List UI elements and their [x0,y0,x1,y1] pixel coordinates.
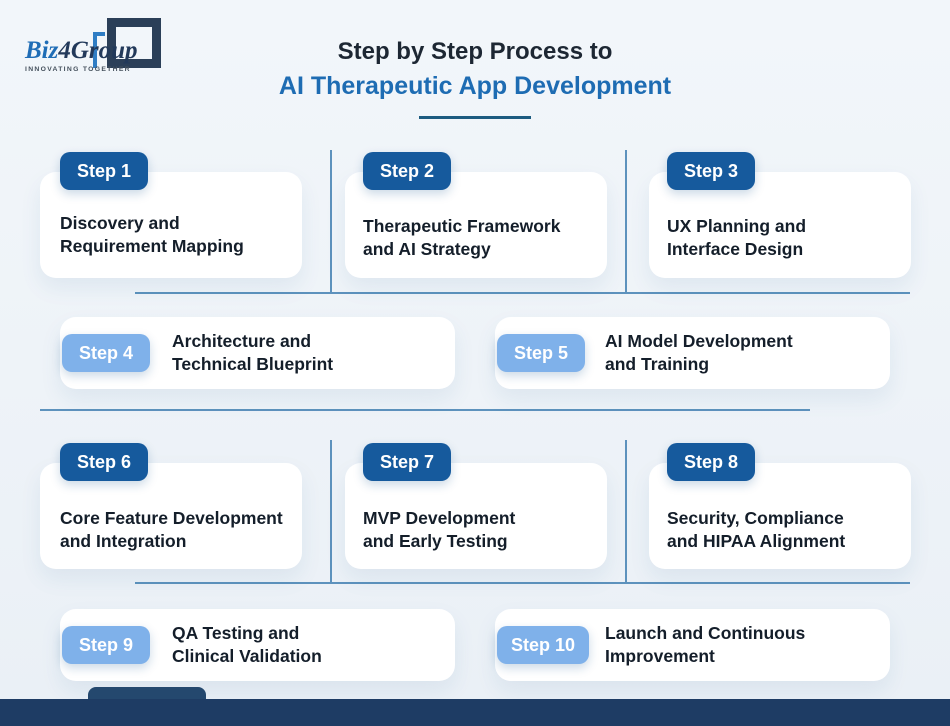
step-9-badge: Step 9 [62,626,150,664]
step-5-text: AI Model Development and Training [605,331,793,375]
step-3-text: UX Planning and Interface Design [667,216,807,260]
connector-hline-2 [40,409,810,411]
title-divider [419,116,531,119]
step-2-text: Therapeutic Framework and AI Strategy [363,216,561,260]
connector-hline-3 [135,582,910,584]
step-6-text: Core Feature Development and Integration [60,508,283,552]
page-title: Step by Step Process to AI Therapeutic A… [0,38,950,119]
step-7-text: MVP Development and Early Testing [363,508,516,552]
step-7-badge: Step 7 [363,443,451,481]
footer-bar [0,699,950,726]
title-line-2: AI Therapeutic App Development [278,72,672,100]
logo-text-4: 4 [58,37,71,64]
logo-text-group: Group [70,37,138,64]
step-5-badge: Step 5 [497,334,585,372]
connector-vline-row1-b [625,150,627,292]
logo-mark-icon [91,16,161,74]
step-9-text: QA Testing and Clinical Validation [172,623,322,667]
connector-vline-row1-a [330,150,332,292]
step-4-badge: Step 4 [62,334,150,372]
logo-mark-bracket [93,32,105,68]
connector-vline-row3-b [625,440,627,582]
step-1-badge: Step 1 [60,152,148,190]
biz4group-logo: Biz4Group INNOVATING TOGETHER [25,14,205,82]
step-3-badge: Step 3 [667,152,755,190]
logo-wordmark: Biz4Group [25,38,138,63]
step-8-text: Security, Compliance and HIPAA Alignment [667,508,846,552]
step-10-badge: Step 10 [497,626,589,664]
step-6-badge: Step 6 [60,443,148,481]
step-2-badge: Step 2 [363,152,451,190]
connector-vline-row3-a [330,440,332,582]
connector-hline-1 [135,292,910,294]
logo-mark-square [107,18,161,68]
logo-text-biz: Biz [25,37,59,64]
step-10-text: Launch and Continuous Improvement [605,623,806,667]
logo-text-block: Biz4Group INNOVATING TOGETHER [25,38,138,73]
step-4-text: Architecture and Technical Blueprint [172,331,334,375]
step-1-text: Discovery and Requirement Mapping [60,213,244,257]
step-8-badge: Step 8 [667,443,755,481]
title-line-1: Step by Step Process to [337,38,613,65]
logo-tagline: INNOVATING TOGETHER [25,66,131,73]
